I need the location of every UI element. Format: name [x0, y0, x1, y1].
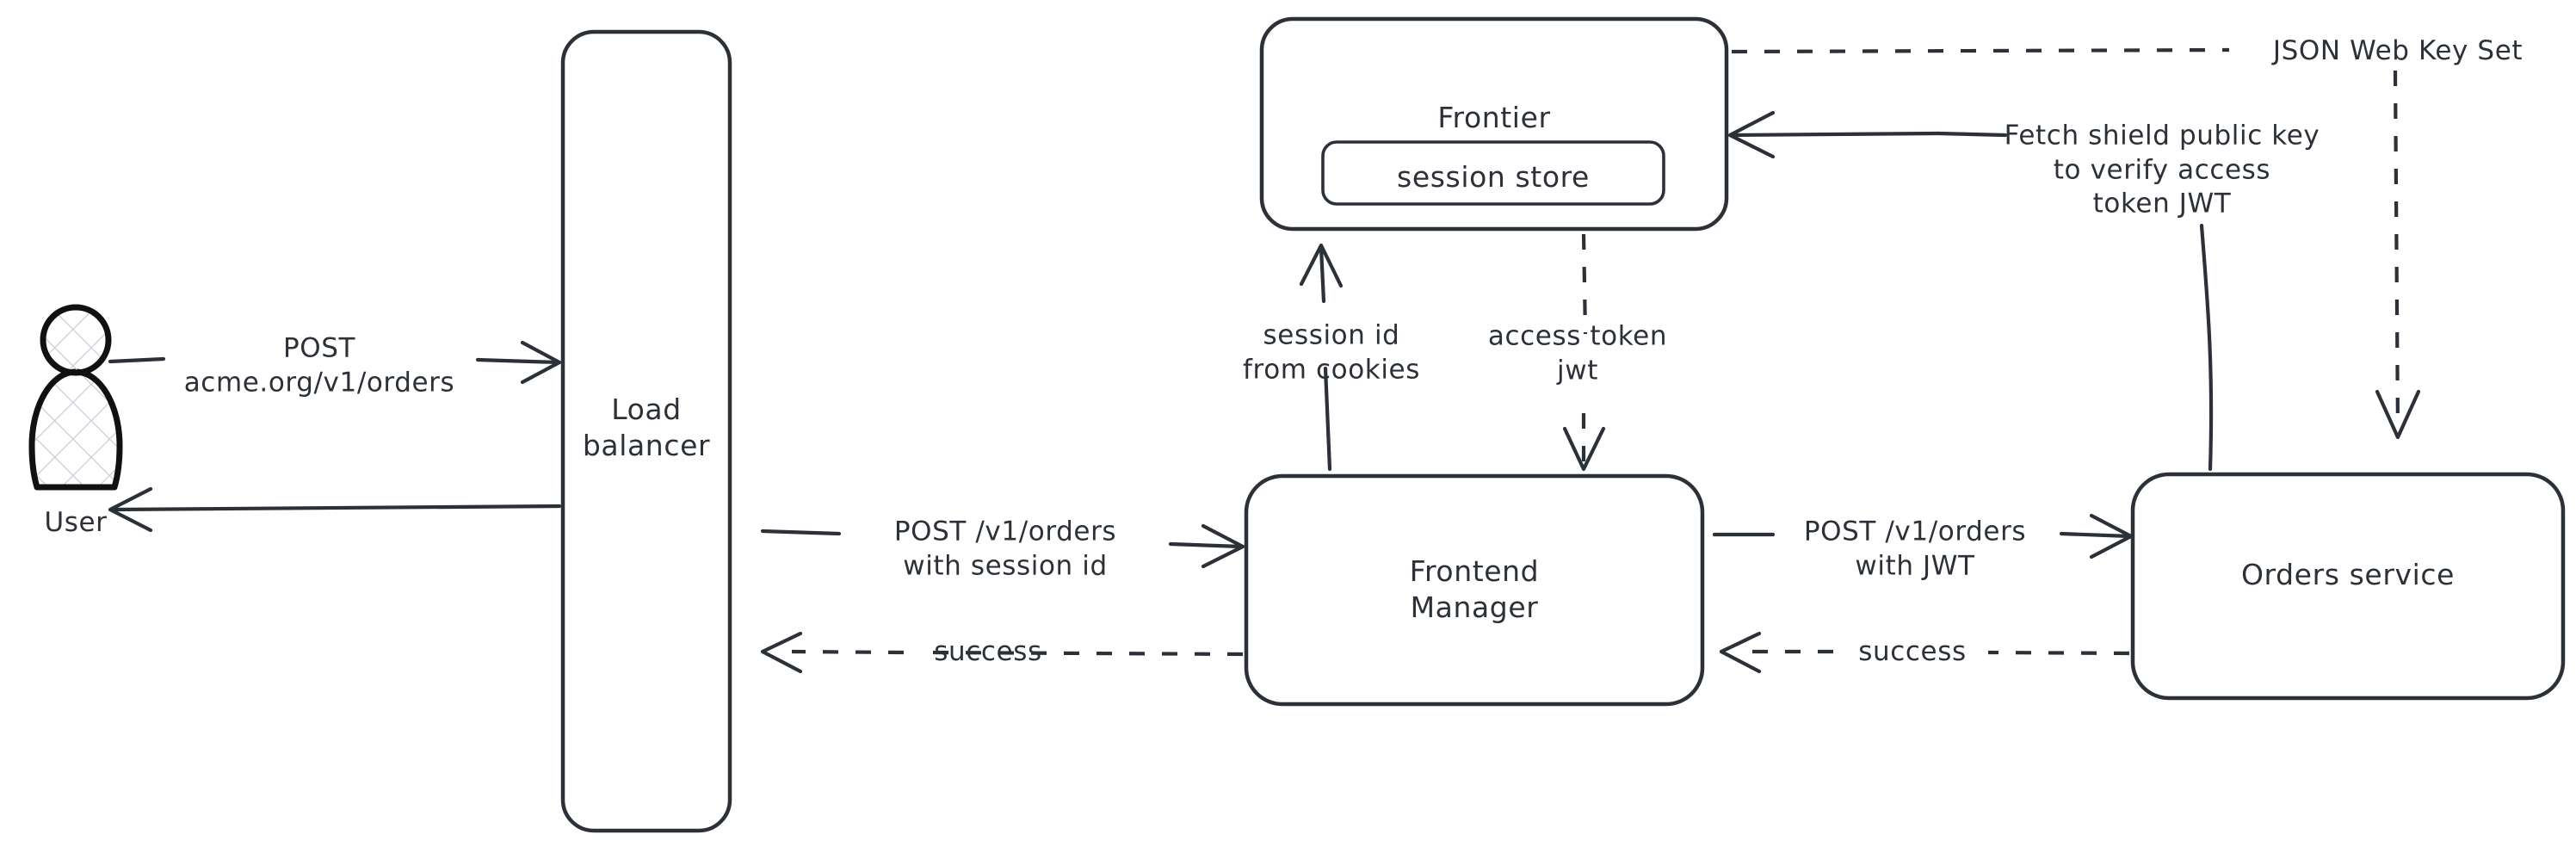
edge-frontend-manager-to-load-balancer	[760, 631, 1244, 674]
edge-user-to-load-balancer	[108, 340, 562, 385]
edge-frontend-manager-to-orders-service	[1712, 513, 2134, 560]
edge-load-balancer-to-frontend-manager	[760, 523, 1245, 569]
node-session-store[interactable]	[1321, 140, 1665, 206]
node-frontend-manager[interactable]	[1244, 473, 1705, 707]
node-frontier[interactable]	[1259, 16, 1729, 232]
edge-load-balancer-to-user	[108, 486, 562, 533]
edge-frontier-to-orders-service	[1731, 47, 2421, 440]
node-load-balancer[interactable]	[560, 29, 732, 833]
node-orders-service[interactable]	[2130, 472, 2566, 701]
edge-frontier-to-frontend-manager	[1562, 233, 1606, 472]
edge-orders-service-to-frontier	[1727, 110, 2214, 472]
edge-orders-service-to-frontend-manager	[1719, 631, 2130, 674]
user-person-icon	[28, 304, 123, 491]
edge-frontend-manager-to-frontier	[1299, 243, 1344, 472]
